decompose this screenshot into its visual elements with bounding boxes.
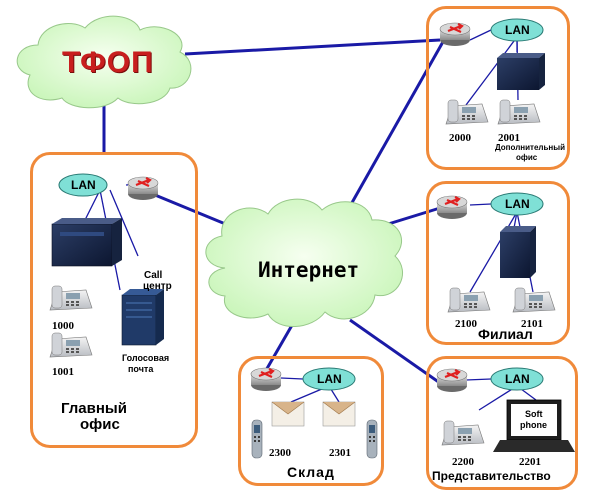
office-additional — [426, 6, 570, 170]
phone-number: 2001 — [498, 132, 520, 144]
phone-number: 2201 — [519, 456, 541, 468]
lan-label: LAN — [505, 197, 530, 211]
office-title: Склад — [287, 464, 335, 480]
lan-label: LAN — [505, 23, 530, 37]
office-title: Филиал — [478, 326, 533, 342]
phone-number: 2200 — [452, 456, 474, 468]
voicemail-label: Голосовая — [122, 353, 170, 363]
call-center-label: Call — [144, 270, 163, 281]
voicemail-label: почта — [128, 364, 154, 374]
link-internet-warehouse — [263, 319, 297, 373]
internet-label: Интернет — [258, 258, 360, 282]
pbx-icon — [500, 226, 536, 278]
office-representative — [426, 356, 578, 490]
phone-number: 1001 — [52, 366, 74, 378]
pbx-icon — [497, 53, 545, 90]
phone-number: 2300 — [269, 447, 291, 459]
link-pstn-additional — [184, 38, 441, 56]
office-title: Главный — [61, 400, 127, 417]
pbx-icon — [51, 218, 122, 267]
pstn-cloud — [16, 15, 192, 109]
office-title: Представительство — [432, 469, 551, 483]
lan-badge — [490, 18, 544, 42]
phone-number: 2301 — [329, 447, 351, 459]
phone-number: 1000 — [52, 320, 74, 332]
link-internet-branch — [384, 206, 441, 227]
office-main — [30, 152, 198, 448]
lan-badge — [490, 367, 544, 391]
link-internet-representative — [349, 318, 441, 385]
pstn-label: ТФОП — [62, 46, 154, 79]
laptop-icon — [493, 399, 575, 452]
call-center-label: центр — [143, 281, 172, 292]
office-title: офис — [516, 153, 538, 162]
internet-cloud — [205, 198, 403, 327]
office-branch — [426, 181, 570, 345]
lan-badge — [58, 173, 108, 197]
lan-label: LAN — [317, 372, 342, 386]
softphone-label: Soft — [525, 409, 543, 419]
lan-label: LAN — [505, 372, 530, 386]
lan-links — [84, 29, 537, 411]
office-warehouse — [238, 356, 384, 486]
phone-number: 2000 — [449, 132, 471, 144]
voicemail-server-icon — [121, 289, 164, 346]
phone-number: 2101 — [521, 318, 543, 330]
office-title: Дополнительный — [495, 143, 565, 152]
lan-badge — [490, 192, 544, 216]
softphone-label: phone — [520, 420, 547, 430]
lan-label: LAN — [71, 178, 96, 192]
phone-number: 2100 — [455, 318, 477, 330]
lan-badge — [302, 367, 356, 391]
office-title: офис — [80, 416, 120, 433]
